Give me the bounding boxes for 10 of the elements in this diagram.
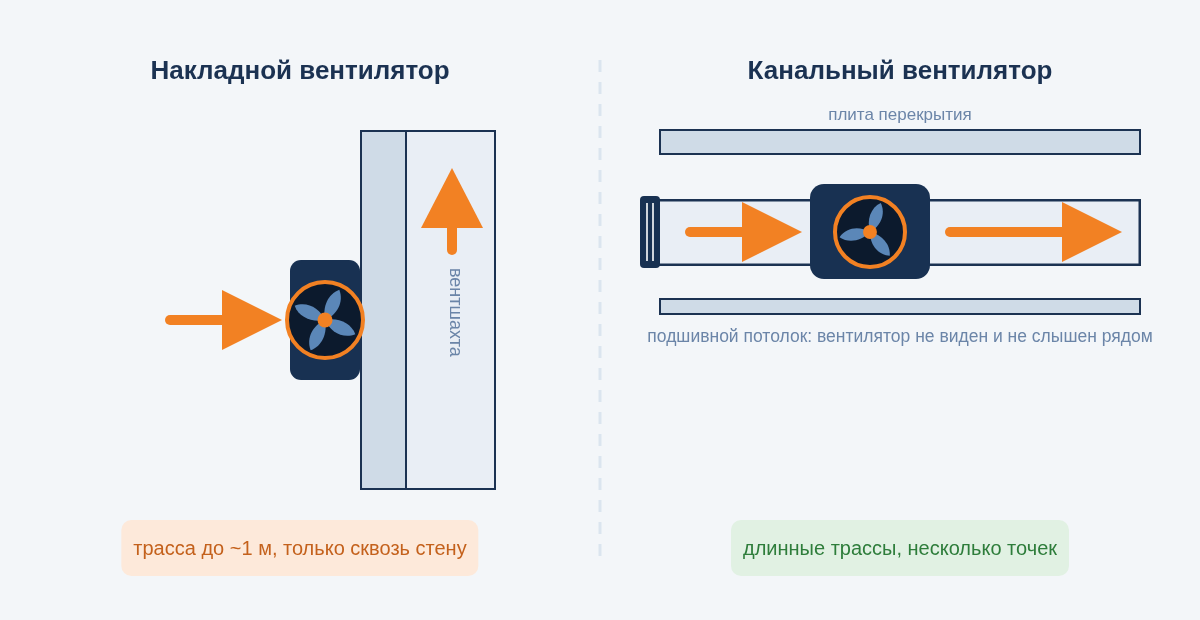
note-text: длинные трассы, несколько точек <box>743 536 1057 560</box>
note-text: трасса до ~1 м, только сквозь стену <box>133 536 467 560</box>
shaft-label: вентшахта <box>445 268 467 357</box>
note-panel <box>121 520 479 576</box>
slab-label: плита перекрытия <box>828 104 972 126</box>
vent-shaft <box>405 130 496 490</box>
section-heading: Накладной вентилятор <box>150 55 450 85</box>
ceiling-caption: подшивной потолок: вентилятор не виден и не слышен рядом <box>647 325 1153 347</box>
section-heading: Канальный вентилятор <box>747 55 1053 85</box>
wall <box>360 130 407 490</box>
